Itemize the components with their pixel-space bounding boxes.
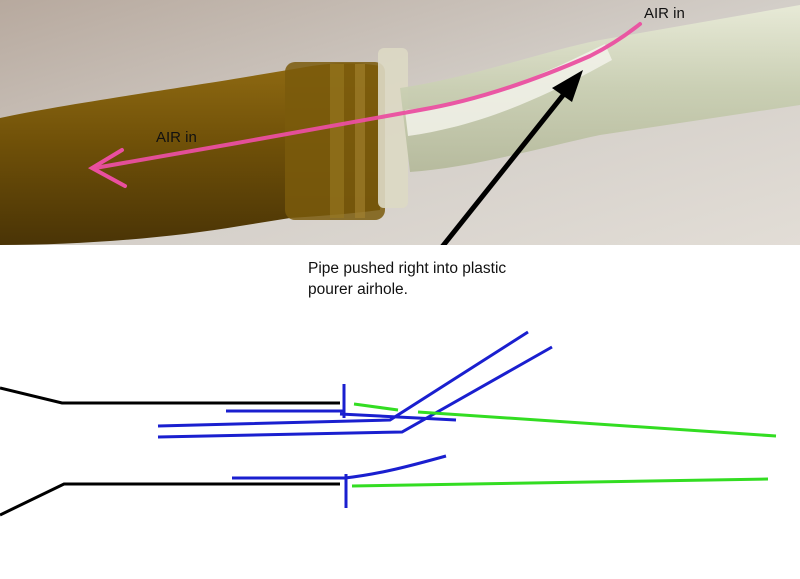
caption-line-2: pourer airhole. bbox=[308, 281, 408, 298]
caption-line-1: Pipe pushed right into plastic bbox=[308, 260, 507, 277]
air-in-label-top: AIR in bbox=[644, 5, 685, 22]
hose-bottom bbox=[351, 477, 769, 488]
pointer-arrowhead bbox=[552, 70, 583, 102]
inner-pipe-upper bbox=[157, 330, 529, 428]
clear-hose bbox=[400, 5, 800, 172]
bottle-photo: AIR in AIR in bbox=[0, 0, 800, 245]
pink-arrowhead bbox=[87, 148, 127, 188]
pointer-arrow-line bbox=[440, 82, 574, 245]
inner-pipe-lower bbox=[157, 345, 553, 439]
caption: Pipe pushed right into plastic pourer ai… bbox=[308, 258, 608, 300]
schematic-diagram bbox=[0, 330, 777, 517]
bottle-outline-top bbox=[0, 386, 340, 405]
hose-top bbox=[417, 410, 777, 438]
bottle-outline-bottom bbox=[0, 482, 340, 517]
pink-air-line bbox=[93, 22, 642, 170]
air-in-label-left: AIR in bbox=[156, 129, 197, 146]
pourer-collar bbox=[378, 48, 408, 208]
hose-top-short bbox=[353, 402, 399, 412]
